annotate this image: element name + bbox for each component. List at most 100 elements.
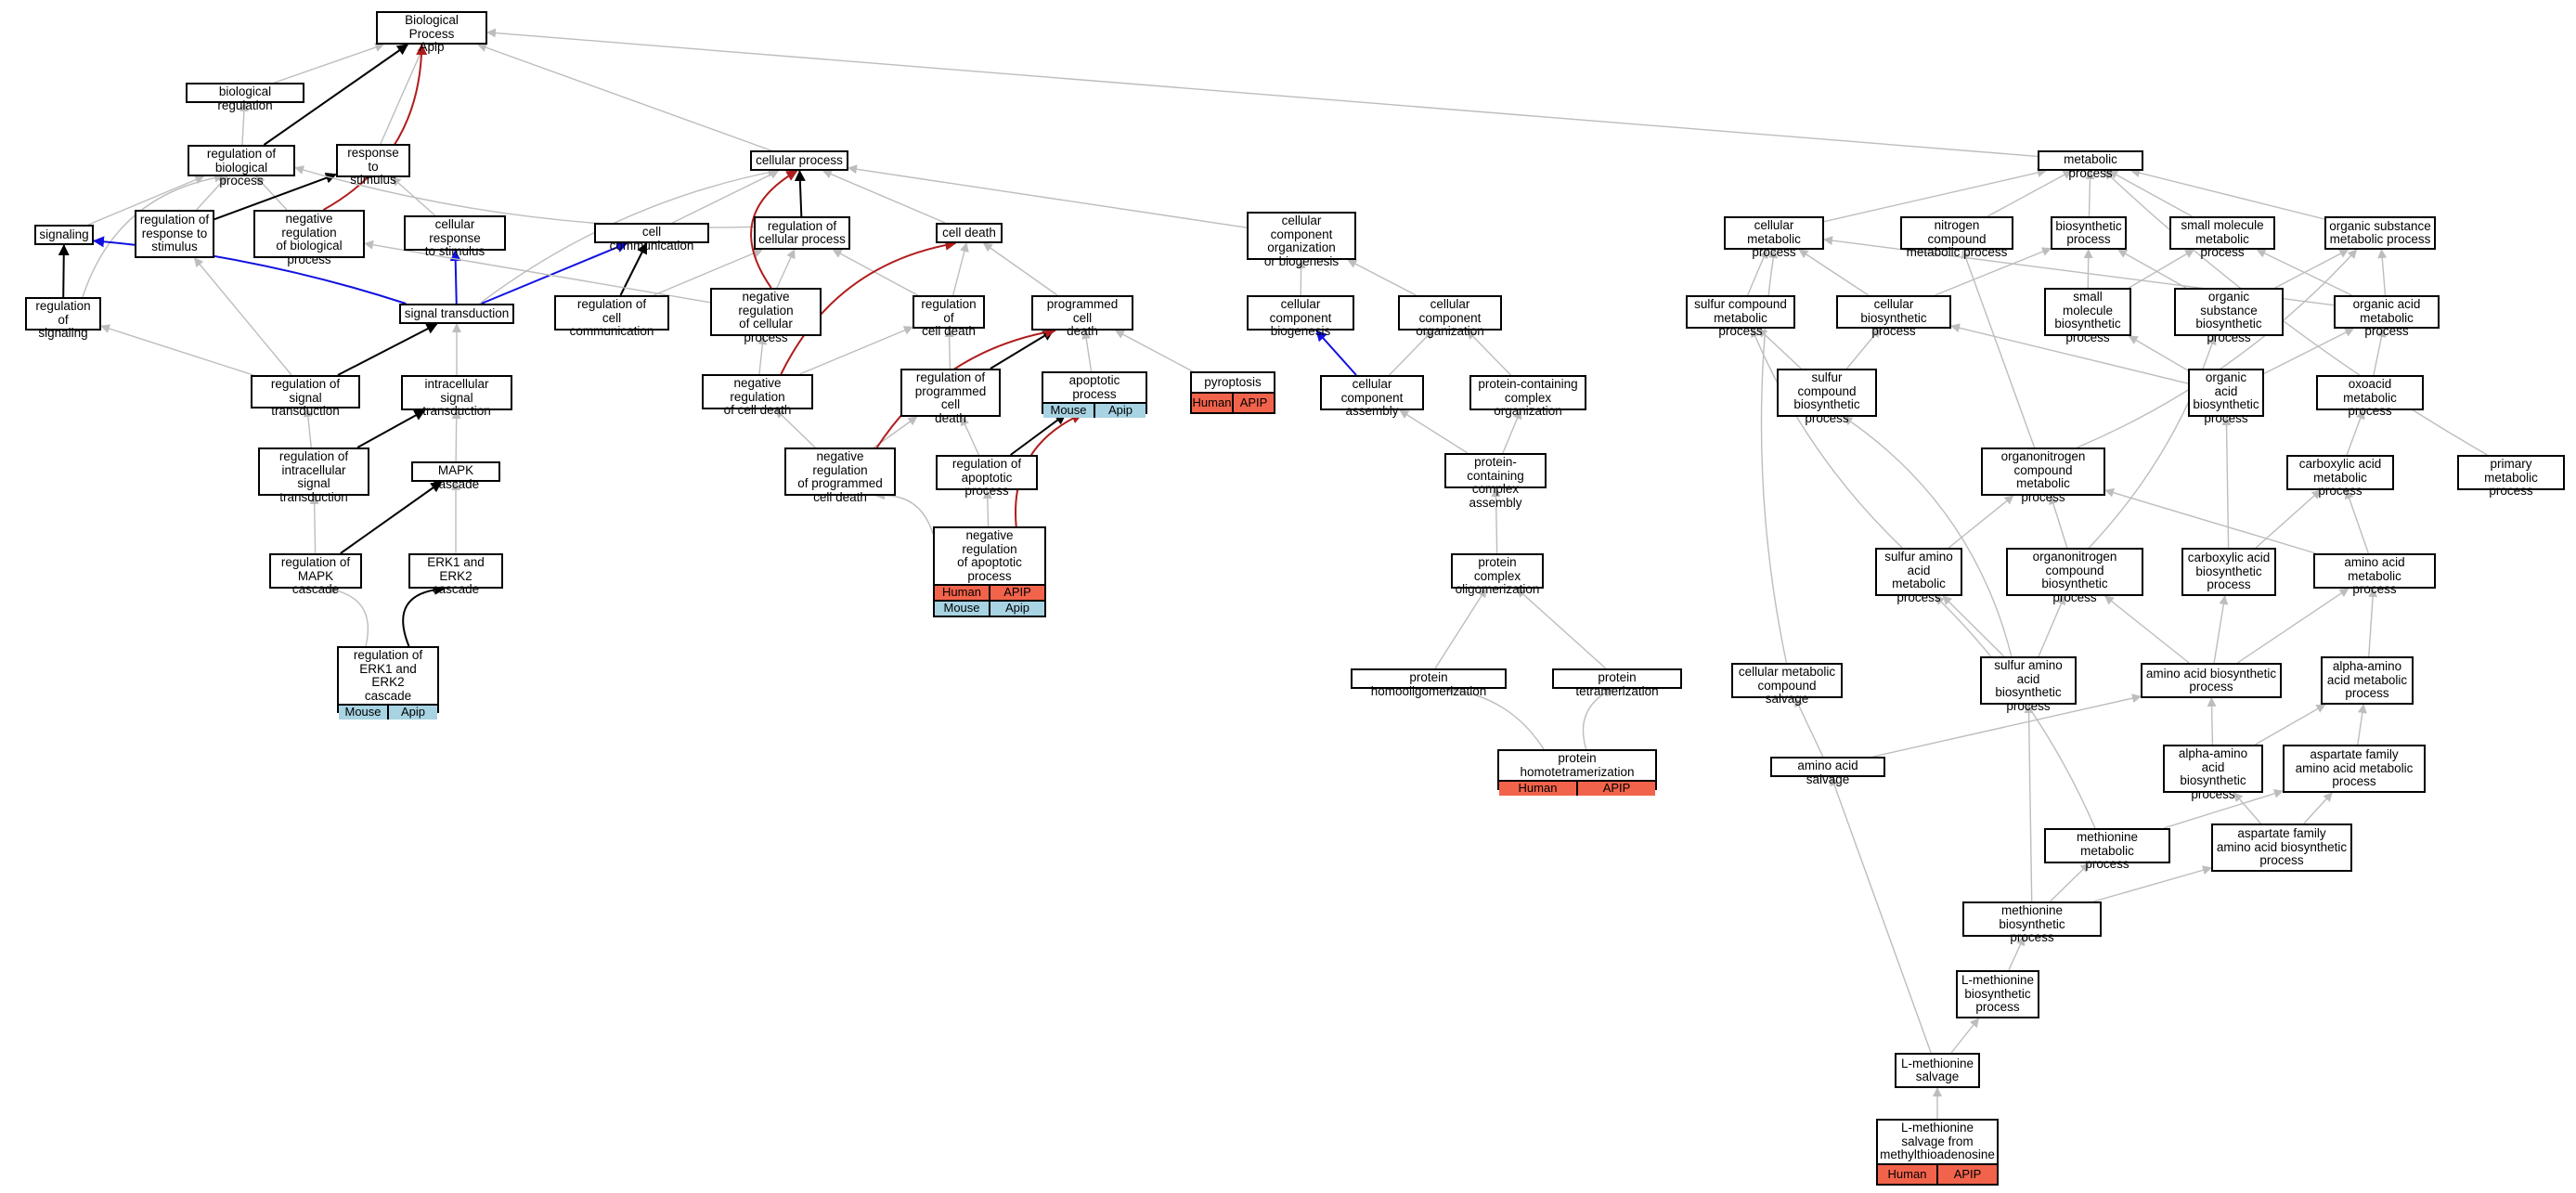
go-term-regcellcomm[interactable]: regulation of cell communication (554, 295, 669, 338)
go-term-alphaaminobio[interactable]: alpha-amino acid biosynthetic process (2163, 745, 2263, 800)
go-term-cellcomm[interactable]: cell communication (594, 223, 709, 252)
go-term-organitrobio[interactable]: organonitrogen compound biosynthetic pro… (2006, 548, 2143, 603)
go-term-orgsubbio[interactable]: organic substance biosynthetic process (2174, 288, 2284, 344)
edge-sulfcomp-to-cellmet (1746, 249, 1768, 296)
go-term-label: L-methionine salvage from methylthioaden… (1880, 1121, 1995, 1162)
go-term-regapop[interactable]: regulation of apoptotic process (936, 455, 1038, 498)
go-term-regsig[interactable]: regulation of signaling (25, 297, 101, 340)
go-term-negregcellproc[interactable]: negative regulation of cellular process (710, 288, 822, 344)
go-term-metab[interactable]: metabolic process (2038, 150, 2143, 179)
go-term-regcellproc[interactable]: regulation of cellular process (754, 216, 850, 250)
edge-aminobio-to-organitrobio (2104, 595, 2190, 664)
go-term-orgacidbio[interactable]: organic acid biosynthetic process (2188, 369, 2264, 424)
go-term-signaling[interactable]: signaling (34, 225, 94, 245)
go-term-nitro[interactable]: nitrogen compound metabolic process (1900, 216, 2013, 259)
go-term-cellbiosyn[interactable]: cellular biosynthetic process (1836, 295, 1951, 338)
go-term-pco[interactable]: protein complex oligomerization (1451, 553, 1544, 596)
go-term-regresp[interactable]: regulation of response to stimulus (135, 210, 214, 258)
edge-negregcelldeath-to-negregcellproc (757, 335, 768, 375)
go-term-primary[interactable]: primary metabolic process (2457, 455, 2565, 498)
go-term-aminobio[interactable]: amino acid biosynthetic process (2141, 663, 2282, 698)
go-term-lmethbio[interactable]: L-methionine biosynthetic process (1956, 970, 2039, 1018)
go-term-orgacid[interactable]: organic acid metabolic process (2334, 295, 2440, 338)
go-term-bioreg[interactable]: biological regulation (186, 83, 304, 111)
go-term-aminometab[interactable]: amino acid metabolic process (2313, 553, 2436, 596)
go-term-label: methionine biosynthetic process (1999, 903, 2065, 944)
go-term-mapk[interactable]: MAPK cascade (411, 461, 500, 490)
go-term-alphaamino[interactable]: alpha-amino acid metabolic process (2321, 656, 2414, 705)
edge-cellresp-to-resp (391, 176, 436, 216)
go-term-cellproc[interactable]: cellular process (750, 150, 848, 171)
edge-lmethbio-to-methbio (2008, 936, 2026, 971)
go-term-ccbio[interactable]: cellular component biogenesis (1247, 295, 1354, 338)
go-term-aminosalv[interactable]: amino acid salvage (1770, 757, 1885, 785)
go-term-ccob[interactable]: cellular component organization or bioge… (1247, 212, 1356, 267)
go-term-aspfam[interactable]: aspartate family amino acid metabolic pr… (2283, 745, 2426, 793)
gene-cell: APIP (989, 586, 1044, 600)
edge-lmethsalv-to-aminosalv (1830, 776, 1932, 1054)
go-term-negregbp[interactable]: negative regulation of biological proces… (253, 210, 365, 266)
go-term-cellmet[interactable]: cellular metabolic process (1724, 216, 1824, 259)
edge-lmethsalv-to-lmethbio (1950, 1018, 1980, 1054)
go-term-regpcd[interactable]: regulation of programmed cell death (900, 369, 1001, 424)
go-term-label: organic substance metabolic process (2329, 218, 2431, 246)
go-term-label: cellular response to stimulus (424, 217, 485, 258)
go-term-erk[interactable]: ERK1 and ERK2 cascade (408, 553, 503, 596)
go-term-ptetra[interactable]: protein tetramerization (1552, 668, 1682, 697)
go-term-aspfambio[interactable]: aspartate family amino acid biosynthetic… (2211, 823, 2352, 872)
go-term-negregpcd[interactable]: negative regulation of programmed cell d… (784, 447, 896, 503)
go-term-biosyn[interactable]: biosynthetic process (2051, 216, 2127, 250)
go-term-pcd[interactable]: programmed cell death (1031, 295, 1133, 338)
go-term-negregcelldeath[interactable]: negative regulation of cell death (702, 374, 813, 417)
edge-methbio-to-aspfambio (2093, 865, 2212, 902)
edge-carbox-to-oxoacid (2346, 409, 2365, 456)
go-term-ccorg[interactable]: cellular component organization (1398, 295, 1502, 338)
go-term-regbp[interactable]: regulation of biological process (188, 145, 295, 188)
go-term-intrasig[interactable]: intracellular signal transduction (401, 375, 512, 418)
go-term-regsigtrans[interactable]: regulation of signal transduction (251, 375, 360, 418)
edge-regsigtrans-to-regresp (193, 257, 292, 376)
edge-orgacidbio-to-cellbiosyn (1950, 323, 2189, 384)
go-term-label: small molecule metabolic process (2181, 218, 2264, 259)
edge-aminosalv-to-aminobio (1872, 694, 2142, 758)
go-term-sulfamino[interactable]: sulfur amino acid metabolic process (1875, 548, 1962, 603)
go-term-phomo[interactable]: protein homooligomerization (1351, 668, 1507, 697)
go-term-methbio[interactable]: methionine biosynthetic process (1962, 901, 2102, 944)
go-term-lmethsalv[interactable]: L-methionine salvage (1895, 1053, 1980, 1088)
go-term-smallmolbio[interactable]: small molecule biosynthetic process (2044, 288, 2131, 344)
go-term-pcco[interactable]: protein-containing complex organization (1469, 375, 1586, 418)
go-term-cellmetsalv[interactable]: cellular metabolic compound salvage (1731, 663, 1843, 706)
go-term-oxoacid[interactable]: oxoacid metabolic process (2316, 375, 2424, 418)
go-term-ccasm[interactable]: cellular component assembly (1320, 375, 1424, 418)
go-term-resp[interactable]: response to stimulus (336, 144, 410, 187)
go-term-organitro[interactable]: organonitrogen compound metabolic proces… (1981, 447, 2105, 503)
go-term-regcelldeath[interactable]: regulation of cell death (913, 295, 985, 338)
edge-primary-to-metab (2104, 170, 2488, 456)
edge-regintrasig-to-intrasig (356, 409, 426, 448)
go-term-pcca[interactable]: protein-containing complex assembly (1444, 453, 1547, 509)
go-term-negregapop[interactable]: negative regulation of apoptotic process… (933, 526, 1046, 617)
go-term-methmet[interactable]: methionine metabolic process (2044, 828, 2170, 871)
go-term-carbox[interactable]: carboxylic acid metabolic process (2286, 455, 2394, 498)
go-term-regmapk[interactable]: regulation of MAPK cascade (269, 553, 362, 596)
go-term-celldeath[interactable]: cell death (936, 223, 1003, 243)
edge-orgsub-to-metab (2130, 168, 2325, 220)
go-term-carboxbio[interactable]: carboxylic acid biosynthetic process (2181, 548, 2276, 596)
go-term-sulfcomp[interactable]: sulfur compound metabolic process (1686, 295, 1795, 338)
go-term-sigtrans[interactable]: signal transduction (399, 304, 514, 324)
go-term-sulfaminobio[interactable]: sulfur amino acid biosynthetic process (1980, 656, 2077, 712)
go-term-lmethsalvmta[interactable]: L-methionine salvage from methylthioaden… (1876, 1119, 1999, 1186)
go-term-cellresp[interactable]: cellular response to stimulus (404, 215, 506, 258)
go-term-orgsub[interactable]: organic substance metabolic process (2324, 216, 2436, 250)
go-term-regintrasig[interactable]: regulation of intracellular signal trans… (258, 447, 369, 503)
go-term-bp[interactable]: Biological Process Apip (376, 11, 487, 54)
go-term-sulfcompbio[interactable]: sulfur compound biosynthetic process (1777, 369, 1877, 424)
go-term-smallmol[interactable]: small molecule metabolic process (2169, 216, 2275, 259)
